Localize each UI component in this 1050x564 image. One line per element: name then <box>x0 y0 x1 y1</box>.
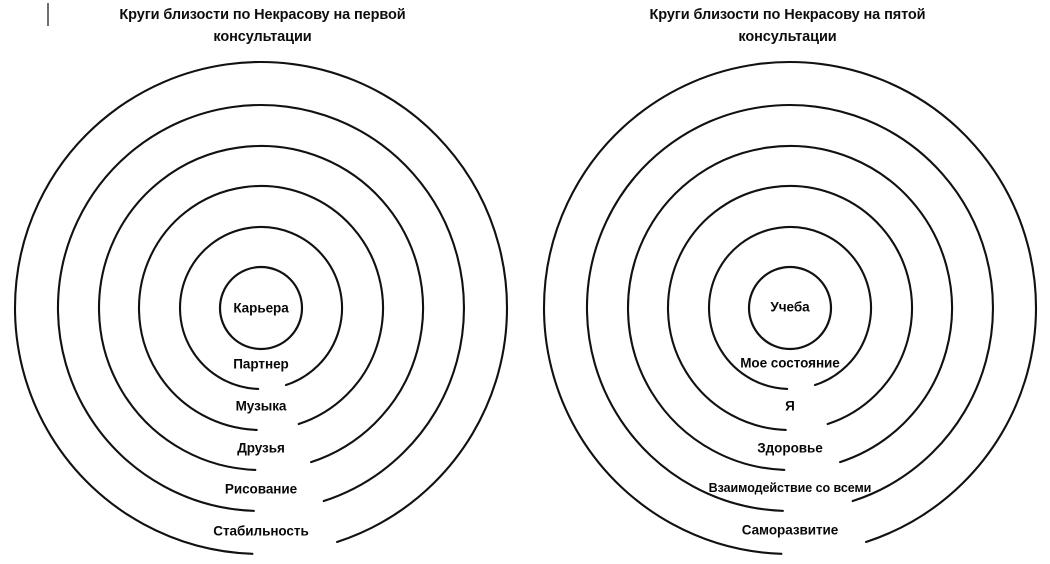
ring-arc-3 <box>627 144 954 471</box>
circles-of-closeness-diagram-first <box>13 60 509 555</box>
circles-of-closeness-diagram-fifth <box>525 0 1050 564</box>
ring-arc-4 <box>585 104 994 512</box>
page-title-fifth: Круги близости по Некрасову на пятой кон… <box>649 7 926 45</box>
ring-label-1: Мое состояние <box>740 355 840 371</box>
page-title-first: Круги близости по Некрасову на первой ко… <box>119 7 406 45</box>
ring-arc-1 <box>178 225 344 390</box>
ring-arc-4 <box>56 104 465 512</box>
ring-label-0: Учеба <box>770 299 810 315</box>
rings-svg-first <box>13 60 509 555</box>
ring-arc-2 <box>667 184 914 431</box>
panel-first-consultation: Круги близости по Некрасову на первой ко… <box>13 7 509 555</box>
ring-arc-3 <box>98 144 425 471</box>
rings-svg-fifth <box>542 60 1038 555</box>
ring-label-2: Музыка <box>235 398 287 414</box>
ring-circle-core <box>747 265 833 351</box>
ring-label-4: Взаимодействие со всеми <box>708 481 872 495</box>
ring-arc-5 <box>542 60 1038 555</box>
text-caret-mark <box>47 3 49 26</box>
ring-arc-5 <box>13 60 509 555</box>
ring-label-4: Рисование <box>224 481 298 497</box>
ring-arc-1 <box>707 225 873 390</box>
panel-fifth-consultation: Круги близости по Некрасову на пятой кон… <box>525 0 1050 564</box>
ring-label-3: Здоровье <box>757 440 823 456</box>
ring-label-5: Стабильность <box>213 523 309 539</box>
ring-circle-core <box>218 265 304 351</box>
ring-label-0: Карьера <box>233 300 289 316</box>
ring-label-3: Друзья <box>237 440 285 456</box>
ring-label-5: Саморазвитие <box>741 522 839 538</box>
ring-label-1: Партнер <box>233 356 289 372</box>
ring-label-2: Я <box>785 398 795 414</box>
ring-arc-2 <box>138 184 385 431</box>
